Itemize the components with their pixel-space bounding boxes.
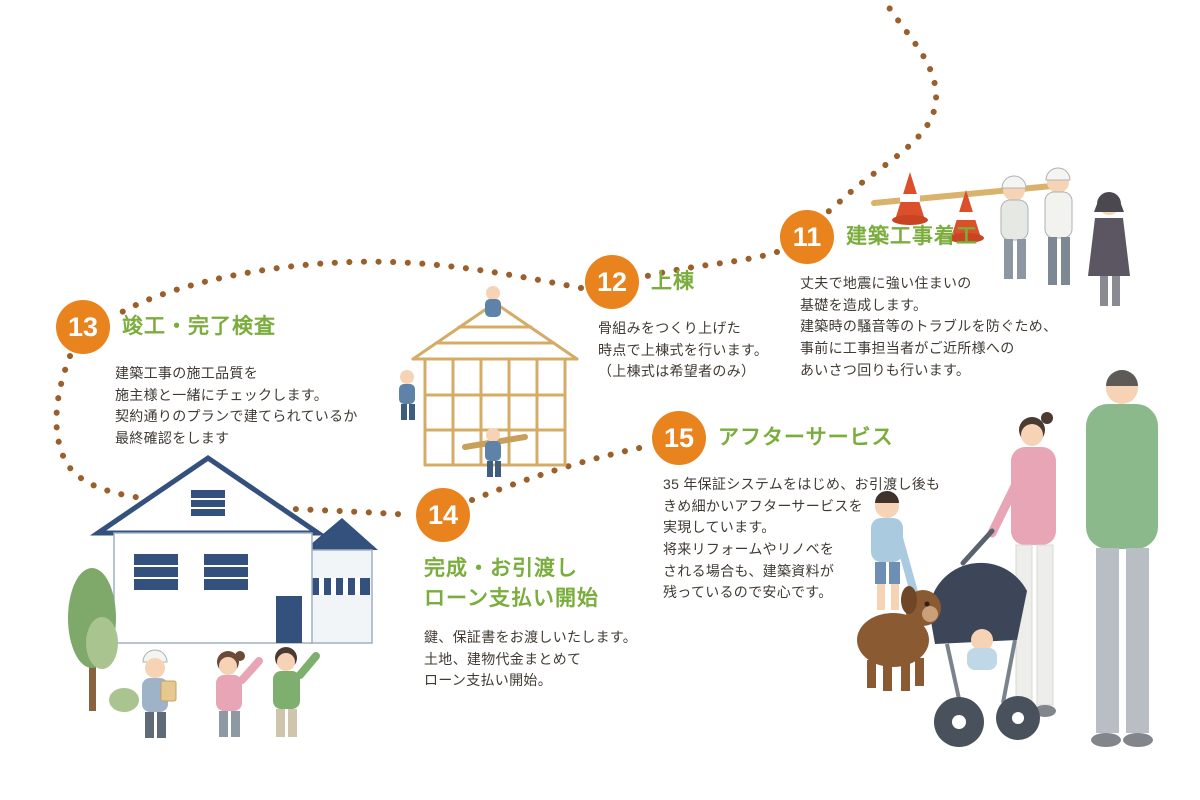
traffic-cone-icon xyxy=(892,172,928,225)
step-15: 15 アフターサービス 35 年保証システムをはじめ、お引渡し後も きめ細かいア… xyxy=(652,411,992,604)
step-number-badge: 13 xyxy=(56,300,110,354)
step-12: 12 上棟 骨組みをつくり上げた 時点で上棟式を行います。 （上棟式は希望者のみ… xyxy=(585,255,805,383)
step-13: 13 竣工・完了検査 建築工事の施工品質を 施主様と一緒にチェックします。 契約… xyxy=(56,300,396,450)
step-title: 完成・お引渡し ローン支払い開始 xyxy=(424,557,599,611)
step-description: 丈夫で地震に強い住まいの 基礎を造成します。 建築時の騒音等のトラブルを防ぐため… xyxy=(800,275,1058,378)
step-number-badge: 15 xyxy=(652,411,706,465)
father-figure xyxy=(1086,370,1158,747)
carpenter-figure xyxy=(399,370,415,420)
neighbor-figure xyxy=(1088,192,1130,306)
house-door xyxy=(276,596,302,643)
step-description: 骨組みをつくり上げた 時点で上棟式を行います。 （上棟式は希望者のみ） xyxy=(598,320,769,380)
house-awning xyxy=(312,578,370,595)
step-title: アフターサービス xyxy=(718,425,894,449)
site-supervisor-figure xyxy=(1044,167,1073,285)
site-worker-figure xyxy=(1000,175,1029,279)
owner-figure-pink xyxy=(216,651,263,737)
boy-figure xyxy=(871,491,919,610)
dog xyxy=(857,586,941,691)
construction-start-illustration xyxy=(871,167,1130,306)
house-window xyxy=(204,554,248,590)
completed-house-illustration xyxy=(68,454,378,738)
step-number-badge: 12 xyxy=(585,255,639,309)
step-description: 鍵、保証書をお渡しいたします。 土地、建物代金まとめて ローン支払い開始。 xyxy=(424,628,638,689)
timber-frame xyxy=(411,301,579,467)
tree xyxy=(68,568,118,711)
house-side-roof xyxy=(304,518,378,550)
gable-window xyxy=(191,490,225,516)
mother-figure xyxy=(987,412,1056,717)
step-title: 建築工事着工 xyxy=(846,224,978,248)
carpenter-figure xyxy=(462,428,528,477)
house-side-wall xyxy=(309,549,373,644)
traffic-cone-icon xyxy=(948,190,984,243)
owner-figure-green xyxy=(273,647,320,737)
carpenter-figure xyxy=(485,286,501,317)
step-number-badge: 11 xyxy=(780,210,834,264)
step-title: 上棟 xyxy=(651,269,695,293)
step-11: 11 建築工事着工 丈夫で地震に強い住まいの 基礎を造成します。 建築時の騒音等… xyxy=(780,210,1120,381)
baby-face xyxy=(971,629,993,651)
step-description: 建築工事の施工品質を 施主様と一緒にチェックします。 契約通りのプランで建てられ… xyxy=(115,365,358,447)
inspector-figure xyxy=(142,649,177,738)
stroller xyxy=(929,528,1040,747)
step-title: 竣工・完了検査 xyxy=(122,314,276,338)
bush xyxy=(109,688,139,712)
step-number-badge: 14 xyxy=(416,488,470,542)
step-14: 14 完成・お引渡し ローン支払い開始 鍵、保証書をお渡しいたします。 土地、建… xyxy=(416,488,676,692)
step-description: 35 年保証システムをはじめ、お引渡し後も きめ細かいアフターサービスを 実現し… xyxy=(663,476,941,601)
house-window xyxy=(134,554,178,590)
family-illustration xyxy=(857,370,1158,747)
timber-frame-illustration xyxy=(399,286,579,477)
